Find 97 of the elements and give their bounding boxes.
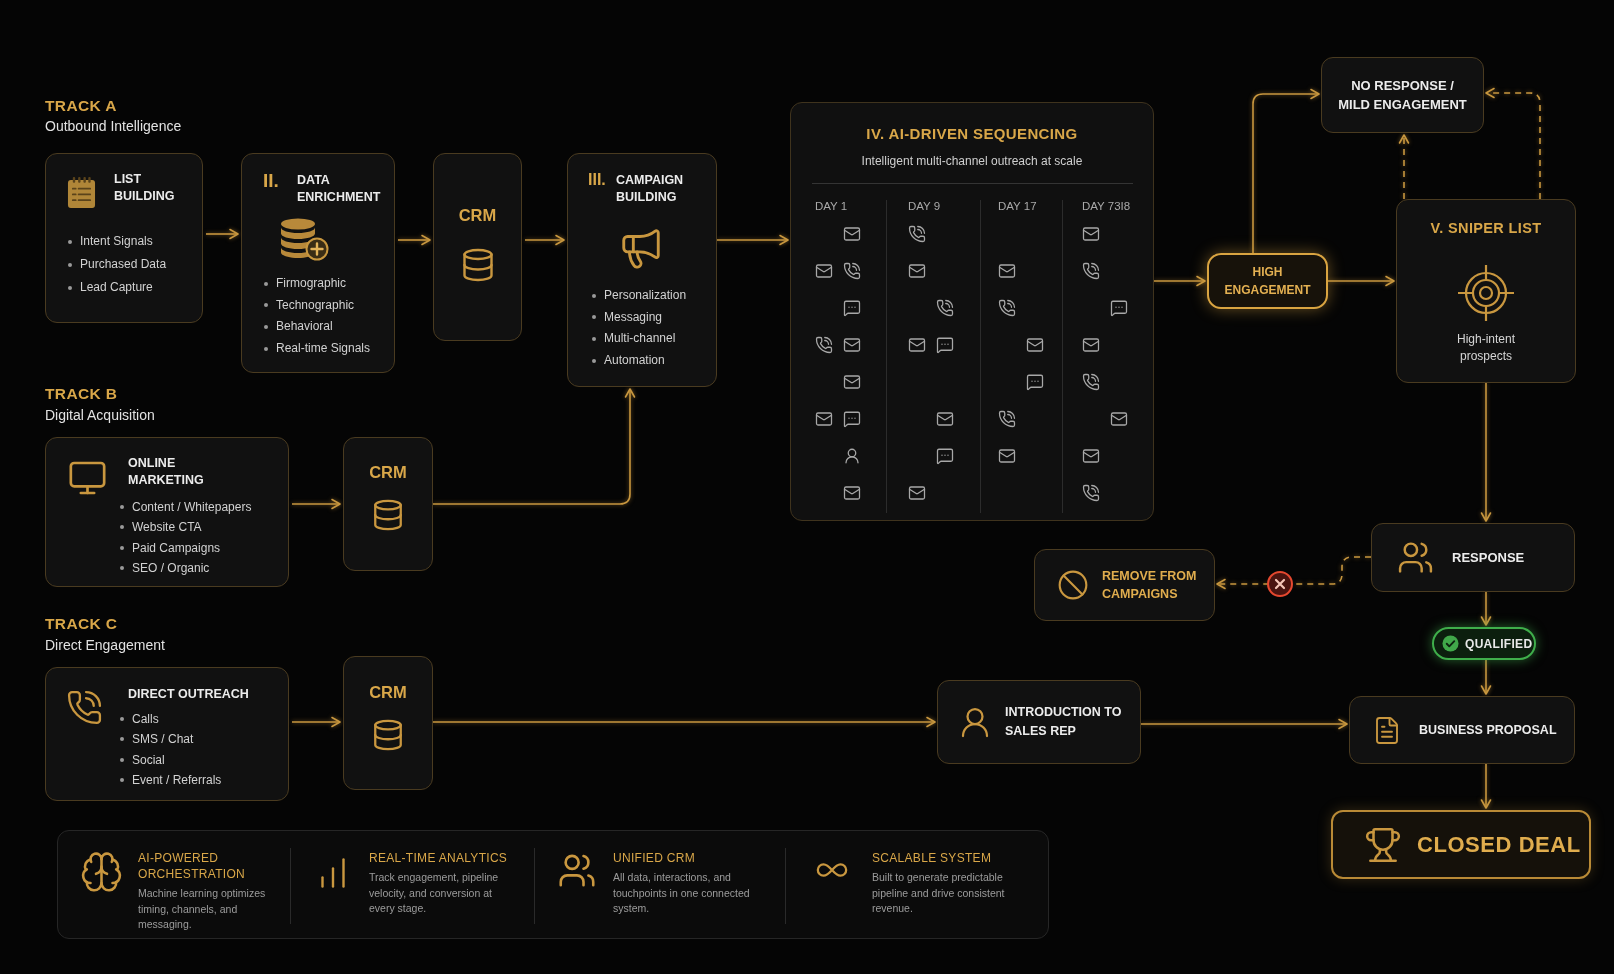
list-item: SMS / Chat — [132, 731, 194, 749]
arrow — [1140, 718, 1348, 730]
list-item: Firmographic — [276, 275, 347, 292]
process-card — [1396, 199, 1576, 383]
status-label: BUSINESS PROPOSAL — [1419, 722, 1557, 739]
step-number: III. — [588, 170, 606, 190]
arrow — [205, 228, 239, 240]
card-title: DIRECT OUTREACH — [128, 686, 249, 703]
process-card — [45, 153, 203, 323]
sequencing-panel — [790, 102, 1154, 521]
card-title: DATA ENRICHMENT — [297, 172, 382, 206]
feature-description: Track engagement, pipeline velocity, and conversion at every stage. — [369, 870, 500, 916]
card-title: CRM — [369, 682, 407, 702]
panel-subtitle: Intelligent multi-channel outreach at scale — [861, 153, 1083, 170]
dashed-arrow — [1485, 87, 1541, 200]
arrow — [1480, 591, 1492, 626]
arrow — [1153, 275, 1206, 287]
arrow — [716, 234, 789, 246]
status-label: INTRODUCTION TO SALES REP — [1005, 704, 1123, 740]
source-card — [45, 667, 289, 801]
feature-title: SCALABLE SYSTEM — [872, 850, 993, 866]
arrow — [524, 234, 565, 246]
process-box — [1349, 696, 1575, 764]
arrow — [1480, 382, 1492, 522]
feature-title: UNIFIED CRM — [613, 850, 696, 866]
track-subtitle: Direct Engagement — [45, 636, 165, 654]
arrow — [1252, 88, 1320, 254]
source-card — [45, 437, 289, 587]
list-item: Real-time Signals — [276, 339, 371, 357]
status-label: RESPONSE — [1452, 548, 1525, 567]
list-item: Content / Whitepapers — [132, 499, 252, 516]
card-title: LIST BUILDING — [114, 171, 176, 205]
list-item: Technographic — [276, 296, 355, 314]
action-box — [1034, 549, 1215, 621]
step-number: II. — [263, 170, 279, 192]
list-item: Social — [132, 751, 165, 769]
list-item: SEO / Organic — [132, 559, 210, 577]
track-subtitle: Outbound Intelligence — [45, 117, 182, 135]
list-item: Automation — [604, 351, 665, 369]
track-heading: TRACK B — [45, 385, 118, 403]
status-label: QUALIFIED — [1465, 635, 1533, 652]
status-label: REMOVE FROM CAMPAIGNS — [1102, 568, 1198, 603]
feature-description: Machine learning optimizes timing, channels, and messaging. — [138, 886, 267, 932]
status-label: CLOSED DEAL — [1417, 831, 1581, 858]
day-label: DAY 73I8 — [1082, 199, 1131, 213]
crm-card — [433, 153, 522, 341]
process-card — [567, 153, 717, 387]
arrow — [1327, 275, 1395, 287]
feature-description: Built to generate predictable pipeline and drive consistent revenue. — [872, 870, 1006, 916]
list-item: Multi-channel — [604, 330, 676, 348]
crm-card — [343, 437, 433, 571]
list-item: Intent Signals — [80, 233, 153, 250]
feature-title: AI-POWERED ORCHESTRATION — [138, 850, 246, 882]
arrow — [432, 716, 936, 728]
list-item: Paid Campaigns — [132, 539, 221, 557]
dashed-arrow — [1216, 556, 1372, 590]
outcome-box — [1331, 810, 1591, 879]
list-item: Event / Referrals — [132, 771, 222, 789]
process-card — [241, 153, 395, 373]
day-label: DAY 9 — [908, 199, 942, 213]
list-item: Calls — [132, 711, 159, 728]
status-pill — [1432, 627, 1536, 660]
status-label: HIGH ENGAGEMENT — [1223, 264, 1312, 299]
arrow — [291, 498, 341, 510]
status-box — [1371, 523, 1575, 592]
card-description: High-intent prospects — [1456, 331, 1516, 365]
arrow — [1480, 659, 1492, 695]
day-label: DAY 17 — [998, 199, 1038, 213]
list-item: Lead Capture — [80, 279, 153, 296]
dashed-arrow — [1398, 134, 1410, 200]
card-title: ONLINE MARKETING — [128, 455, 205, 489]
arrow — [1480, 763, 1492, 809]
track-heading: TRACK A — [45, 97, 117, 115]
highlight-box — [1207, 253, 1328, 309]
list-item: Behavioral — [276, 318, 333, 336]
panel-title: IV. AI-DRIVEN SEQUENCING — [866, 124, 1078, 144]
day-label: DAY 1 — [815, 199, 849, 213]
feature-title: REAL-TIME ANALYTICS — [369, 850, 509, 866]
list-item: Messaging — [604, 308, 663, 326]
arrow — [397, 234, 431, 246]
feature-description: All data, interactions, and touchpoints in one connected system. — [613, 870, 751, 916]
card-title: CRM — [369, 462, 407, 482]
feature-panel — [57, 830, 1049, 939]
track-heading: TRACK C — [45, 615, 118, 633]
list-item: Personalization — [604, 287, 687, 304]
arrow — [291, 716, 341, 728]
track-subtitle: Digital Acquisition — [45, 406, 155, 424]
status-box — [1321, 57, 1484, 133]
arrow — [432, 388, 636, 505]
list-item: Website CTA — [132, 519, 202, 537]
card-title: CRM — [458, 205, 497, 225]
crm-card — [343, 656, 433, 790]
card-title: V. SNIPER LIST — [1430, 219, 1542, 237]
card-title: CAMPAIGN BUILDING — [616, 172, 685, 206]
status-label: NO RESPONSE / MILD ENGAGEMENT — [1337, 77, 1468, 114]
list-item: Purchased Data — [80, 256, 167, 273]
action-box — [937, 680, 1141, 764]
